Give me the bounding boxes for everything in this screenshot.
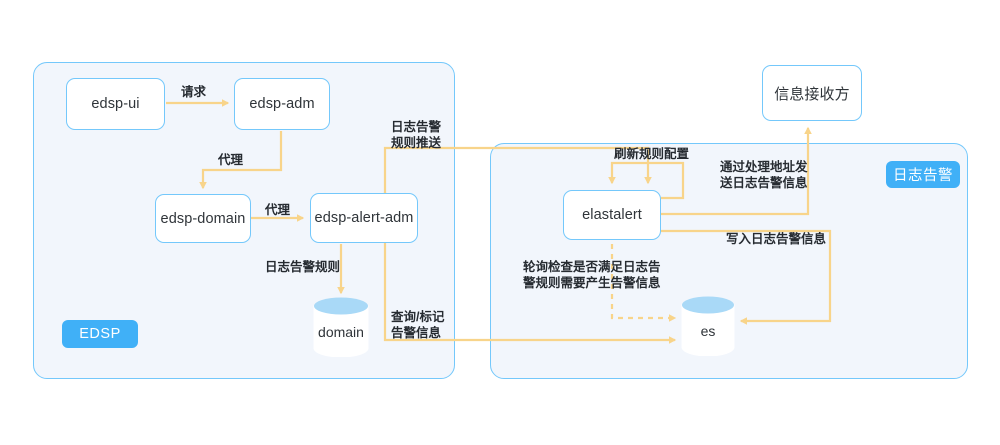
edge-elastalert-to-receiver [661,126,812,216]
node-elastalert[interactable]: elastalert [563,190,661,240]
edge-label-adm-to-domain: 代理 [218,153,244,167]
edge-label-elastalert-poll-es-line2: 警规则需要产生告警信息 [523,276,661,290]
datastore-domain-db: domain [313,297,369,358]
edge-label-elastalert-to-receiver-line2: 送日志告警信息 [720,176,808,190]
edge-label-alert-adm-to-elastalert-line2: 规则推送 [391,136,442,150]
edge-label-domain-to-alert-adm: 代理 [265,203,291,217]
domain-db-label: domain [318,324,364,340]
edge-label-alert-adm-to-es-line2: 告警信息 [391,326,442,340]
edge-label-alert-adm-to-domain-db: 日志告警规则 [265,260,341,274]
node-edsp-adm[interactable]: edsp-adm [234,78,330,130]
datastore-es-db: es [681,296,735,357]
badge-log-alert: 日志告警 [886,161,960,188]
edge-elastalert-to-es [661,229,832,325]
edge-label-alert-adm-to-es-line1: 查询/标记 [391,310,445,324]
badge-edsp: EDSP [62,320,138,348]
node-edsp-domain[interactable]: edsp-domain [155,194,251,243]
domain-db-shape [313,297,369,358]
edge-label-elastalert-self: 刷新规则配置 [614,147,690,161]
edge-elastalert-self [608,161,685,200]
edge-label-alert-adm-to-elastalert-line1: 日志告警 [391,120,442,134]
edge-label-elastalert-to-receiver-line1: 通过处理地址发 [720,160,808,174]
edge-adm-to-domain [199,131,283,190]
edge-label-ui-to-adm: 请求 [181,85,207,99]
edge-label-elastalert-to-es: 写入日志告警信息 [726,232,827,246]
edge-label-elastalert-poll-es-line1: 轮询检查是否满足日志告 [523,260,661,274]
es-db-label: es [700,323,716,339]
node-receiver[interactable]: 信息接收方 [762,65,862,121]
edge-elastalert-poll-es [610,234,677,322]
es-db-shape [681,296,735,357]
node-edsp-ui[interactable]: edsp-ui [66,78,165,130]
node-edsp-alert-adm[interactable]: edsp-alert-adm [310,193,418,243]
